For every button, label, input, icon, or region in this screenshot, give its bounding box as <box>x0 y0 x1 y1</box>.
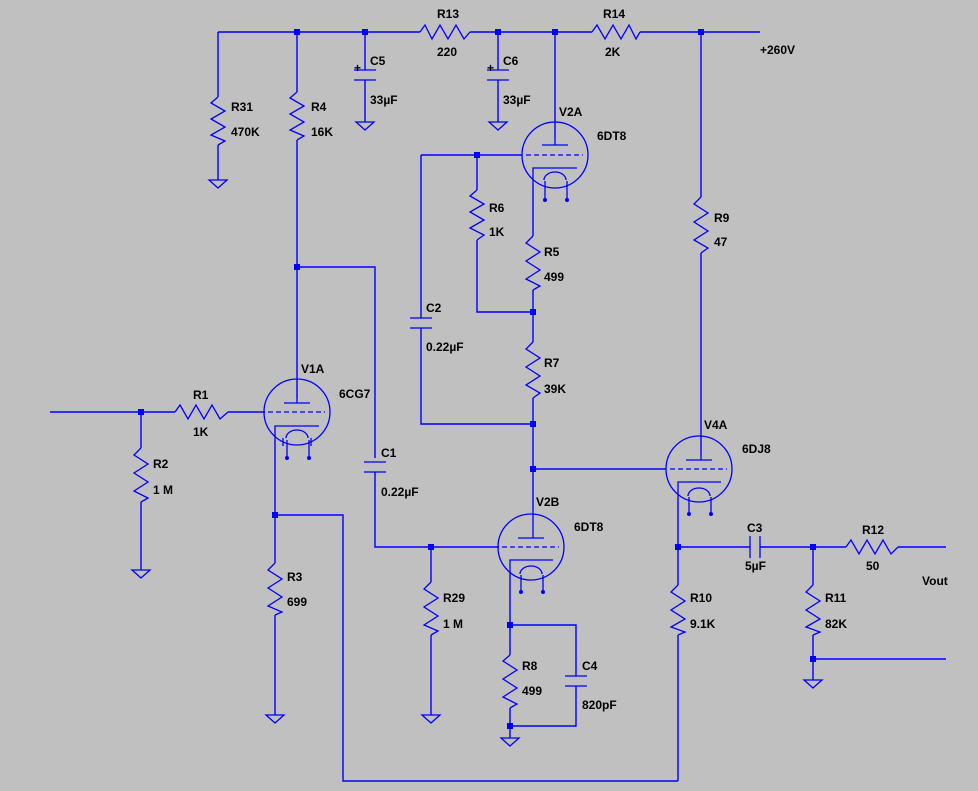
label-r6-value: 1K <box>489 225 505 239</box>
resistor-r2 <box>132 447 150 503</box>
label-v2a-type: 6DT8 <box>597 129 627 143</box>
ground-icon <box>420 714 442 724</box>
label-r7-ref: R7 <box>544 356 560 370</box>
ground-icon <box>487 121 509 131</box>
resistor-r7 <box>524 341 542 399</box>
resistor-r29 <box>422 581 440 636</box>
label-c5-value: 33µF <box>370 93 398 107</box>
label-c5-polarity: + <box>354 61 361 75</box>
label-r5-ref: R5 <box>544 245 560 259</box>
label-c2-value: 0.22µF <box>426 340 464 354</box>
label-r12-ref: R12 <box>862 523 884 537</box>
tube-v2b <box>497 510 565 594</box>
label-r29-value: 1 M <box>443 617 463 631</box>
label-r11-ref: R11 <box>825 591 847 605</box>
supply-label: +260V <box>760 43 795 57</box>
resistor-r3 <box>266 562 284 616</box>
label-r4-ref: R4 <box>311 100 327 114</box>
resistor-r13 <box>419 23 471 41</box>
label-c4-ref: C4 <box>582 659 598 673</box>
label-r3-value: 699 <box>287 595 307 609</box>
label-r9-value: 47 <box>714 235 728 249</box>
label-r13-value: 220 <box>437 45 457 59</box>
label-r7-value: 39K <box>544 382 566 396</box>
label-r6-ref: R6 <box>489 201 505 215</box>
ground-icon <box>207 179 229 189</box>
label-c2-ref: C2 <box>426 301 442 315</box>
resistor-r11 <box>804 584 822 636</box>
label-c6-value: 33µF <box>503 93 531 107</box>
label-v1a-ref: V1A <box>301 362 325 376</box>
ground-icon <box>130 569 152 579</box>
label-r29-ref: R29 <box>443 591 465 605</box>
label-r31-ref: R31 <box>231 100 253 114</box>
label-v2b-ref: V2B <box>536 495 560 509</box>
resistor-r9 <box>692 196 710 254</box>
resistor-r1 <box>174 403 229 421</box>
label-c3-value: 5µF <box>745 559 766 573</box>
label-r1-ref: R1 <box>193 388 209 402</box>
label-r2-ref: R2 <box>153 457 169 471</box>
label-v1a-type: 6CG7 <box>339 387 371 401</box>
capacitor-c3 <box>749 536 761 558</box>
label-v4a-ref: V4A <box>704 418 728 432</box>
resistor-r6 <box>468 189 486 241</box>
label-r9-ref: R9 <box>714 211 730 225</box>
capacitor-c5 <box>354 69 376 81</box>
label-c1-value: 0.22µF <box>381 485 419 499</box>
wires <box>50 31 946 782</box>
label-r2-value: 1 M <box>153 483 173 497</box>
capacitor-c4 <box>565 675 587 687</box>
capacitor-c6 <box>487 69 509 81</box>
label-c6-ref: C6 <box>503 54 519 68</box>
label-r14-ref: R14 <box>603 7 625 21</box>
label-r13-ref: R13 <box>437 7 459 21</box>
capacitor-c2 <box>410 317 432 329</box>
label-r8-value: 499 <box>522 684 542 698</box>
resistor-r5 <box>524 235 542 291</box>
resistor-r8 <box>501 654 519 709</box>
label-r10-ref: R10 <box>690 591 712 605</box>
capacitor-c1 <box>364 461 386 473</box>
label-r5-value: 499 <box>544 270 564 284</box>
label-r10-value: 9.1K <box>690 617 716 631</box>
tube-v4a <box>665 435 733 516</box>
ground-icon <box>354 121 376 131</box>
tube-v2a <box>521 121 589 202</box>
tube-v1a <box>263 378 331 460</box>
label-v2a-ref: V2A <box>559 105 583 119</box>
label-r3-ref: R3 <box>287 570 303 584</box>
label-r1-value: 1K <box>193 425 209 439</box>
resistor-r10 <box>669 584 687 636</box>
component-labels: R13 220 R14 2K R31 470K R4 16K R6 1K R5 … <box>153 7 948 712</box>
resistor-r14 <box>591 23 641 41</box>
resistor-r4 <box>288 91 306 141</box>
label-v4a-type: 6DJ8 <box>742 442 771 456</box>
label-r14-value: 2K <box>605 45 621 59</box>
resistor-r31 <box>209 96 227 146</box>
label-c3-ref: C3 <box>747 521 763 535</box>
label-r31-value: 470K <box>231 125 260 139</box>
label-r12-value: 50 <box>866 559 880 573</box>
label-r8-ref: R8 <box>522 659 538 673</box>
resistor-r12 <box>845 538 899 556</box>
ground-icon <box>499 737 521 747</box>
label-r11-value: 82K <box>825 617 847 631</box>
label-r4-value: 16K <box>311 125 333 139</box>
output-label: Vout <box>922 574 948 588</box>
label-c6-polarity: + <box>487 61 494 75</box>
ground-icon <box>264 714 286 724</box>
ground-icon <box>802 679 824 689</box>
label-v2b-type: 6DT8 <box>574 520 604 534</box>
label-c5-ref: C5 <box>370 54 386 68</box>
label-c4-value: 820pF <box>582 698 617 712</box>
junction-dots <box>138 29 816 729</box>
label-c1-ref: C1 <box>381 446 397 460</box>
